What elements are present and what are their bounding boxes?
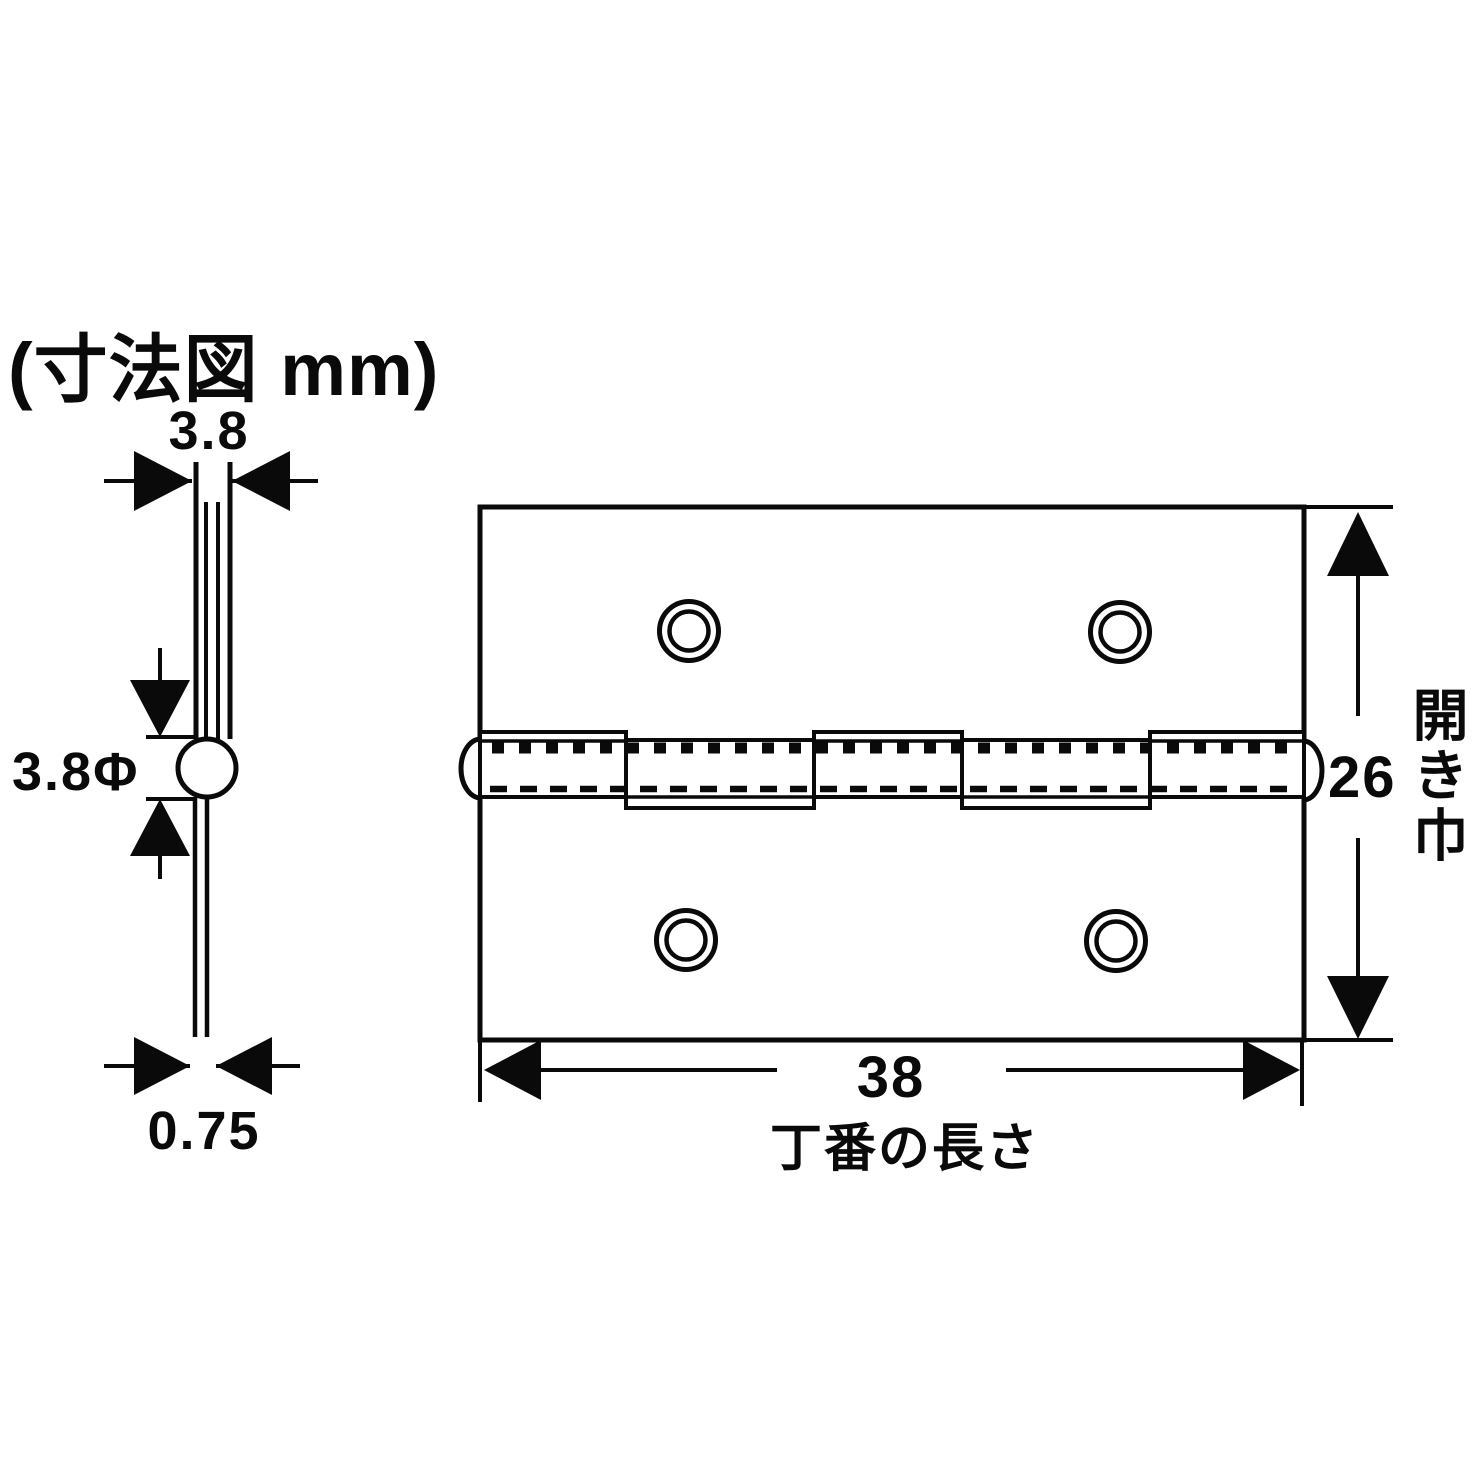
- arrowhead-left-icon: [484, 1040, 541, 1100]
- pin-barrel-circle: [175, 736, 239, 800]
- dim-leaf-width-arrows: [104, 451, 318, 511]
- arrowhead-up-icon: [130, 799, 190, 856]
- arrowhead-down-icon: [130, 680, 190, 737]
- dim-pin-diameter-value: 3.8Φ: [12, 742, 140, 802]
- arrowhead-right-icon: [1243, 1040, 1300, 1100]
- dim-pin-diameter-arrows: [130, 648, 197, 879]
- barrel-cap-right: [1302, 738, 1325, 803]
- arrowhead-right-icon: [134, 451, 192, 511]
- arrowhead-up-icon: [1327, 512, 1389, 576]
- front-view-drawing: [458, 504, 1393, 1106]
- dim-opening-width-arrows: [1327, 512, 1389, 1039]
- dim-length-arrows: [478, 1040, 1304, 1106]
- screw-holes: [654, 599, 1152, 973]
- dim-length-value: 38: [856, 1045, 926, 1110]
- screw-hole-bottom-right: [1084, 909, 1148, 973]
- arrowhead-down-icon: [1327, 976, 1389, 1039]
- dim-thickness-arrows: [104, 1037, 300, 1095]
- arrowhead-left-icon: [216, 1037, 272, 1095]
- dim-opening-width-label: 開き巾: [1405, 686, 1468, 866]
- screw-hole-top-right: [1088, 600, 1152, 664]
- arrowhead-right-icon: [134, 1037, 190, 1095]
- dim-thickness-value: 0.75: [147, 1101, 261, 1161]
- arrowhead-left-icon: [232, 451, 290, 511]
- dim-opening-width-value: 26: [1328, 745, 1397, 810]
- side-view-drawing: [104, 451, 318, 1095]
- hinge-leaves-edge-view: [192, 462, 233, 1037]
- screw-hole-top-left: [657, 599, 721, 663]
- hinge-barrel: [458, 730, 1325, 810]
- dim-leaf-width-value: 3.8: [168, 401, 250, 461]
- barrel-cap-left: [458, 736, 482, 801]
- dim-length-label: 丁番の長さ: [769, 1120, 1040, 1178]
- screw-hole-bottom-left: [654, 908, 718, 972]
- drawing-title: (寸法図 mm): [8, 328, 440, 411]
